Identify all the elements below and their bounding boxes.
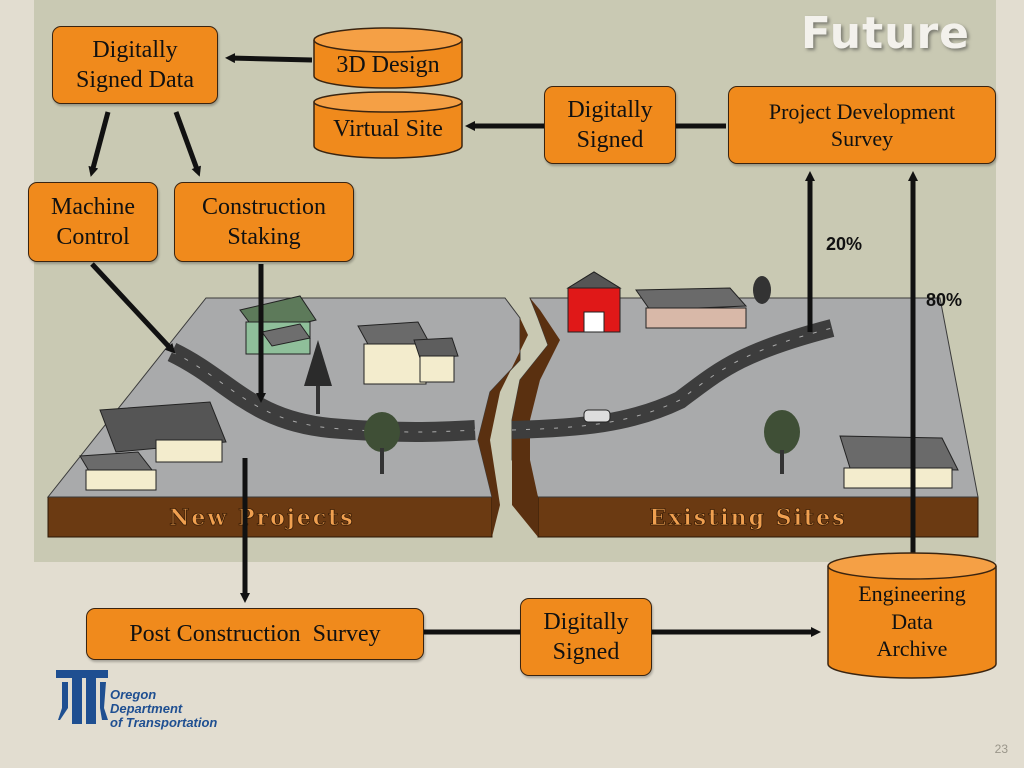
- existing-sites-plate: Existing Sites: [511, 271, 979, 538]
- house-beige: [357, 321, 459, 385]
- digitally-signed-top-box: Digitally Signed: [544, 86, 676, 164]
- red-barn: [566, 271, 622, 333]
- house-ranch-top: [635, 287, 748, 329]
- 3d-design-label: 3D Design: [336, 52, 440, 78]
- post-construction-survey-box: Post Construction Survey: [86, 608, 424, 660]
- arrow-to-construction-staking: [173, 111, 201, 177]
- percent-80-label: 80%: [926, 290, 963, 310]
- virtual-site-label: Virtual Site: [333, 116, 443, 142]
- arrow-3d-to-signed-data: [225, 53, 313, 64]
- machine-control-box: Machine Control: [28, 182, 158, 262]
- virtual-site-cylinder: Virtual Site: [312, 90, 464, 160]
- engineering-data-archive-label: Engineering Data Archive: [858, 581, 966, 661]
- arrow-to-machine-control: [88, 111, 111, 177]
- logo-line-1: Oregon: [110, 687, 157, 702]
- building-flat: [79, 401, 227, 491]
- digitally-signed-bottom-box: Digitally Signed: [520, 598, 652, 676]
- slide-title: Future: [800, 8, 970, 59]
- 3d-design-cylinder: 3D Design: [312, 26, 464, 90]
- percent-20-label: 20%: [826, 234, 863, 254]
- tree: [304, 340, 400, 474]
- existing-sites-label: Existing Sites: [650, 505, 847, 531]
- odot-logo-icon: [56, 670, 108, 724]
- odot-logo-text: Oregon Department of Transportation: [110, 688, 217, 730]
- house-ranch-bottom: [839, 435, 959, 489]
- tree: [753, 276, 800, 474]
- arrow-machine-to-road: [90, 262, 176, 354]
- new-projects-plate: New Projects: [46, 295, 528, 538]
- project-development-survey-box: Project Development Survey: [728, 86, 996, 164]
- logo-line-2: Department: [110, 701, 183, 716]
- construction-staking-box: Construction Staking: [174, 182, 354, 262]
- logo-line-3: of Transportation: [110, 715, 218, 730]
- page-number: 23: [994, 742, 1008, 756]
- engineering-data-archive-cylinder: Engineering Data Archive: [826, 552, 998, 680]
- digitally-signed-data-box: Digitally Signed Data: [52, 26, 218, 104]
- new-projects-label: New Projects: [169, 505, 354, 531]
